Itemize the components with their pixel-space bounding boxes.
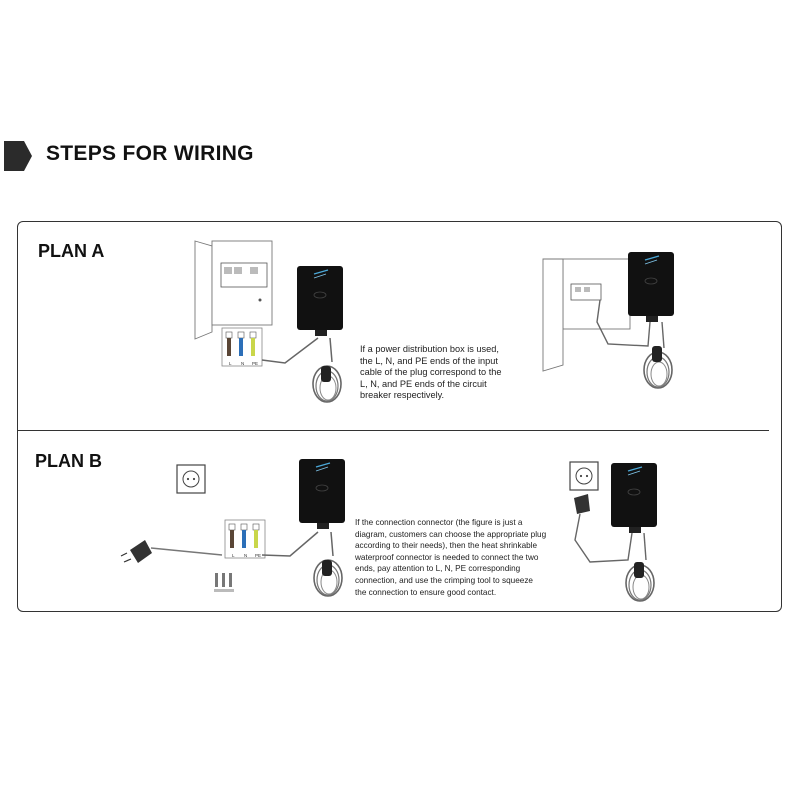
input-cable <box>150 547 223 556</box>
wire-label-pe: PE <box>255 553 261 558</box>
wire-label-pe: PE <box>252 361 258 366</box>
wall-socket-icon <box>176 464 206 494</box>
plan-a-description-line: the L, N, and PE ends of the input <box>360 355 498 366</box>
plan-a-description-line: breaker respectively. <box>360 390 445 401</box>
plan-b-description-line: waterproof connector is needed to connec… <box>355 552 539 562</box>
heat-shrink-connectors-icon <box>214 573 234 592</box>
charging-plug <box>322 560 332 576</box>
wire-connector-box-a: L N PE <box>221 327 263 367</box>
plan-a-title: PLAN A <box>38 241 105 261</box>
distribution-box-left <box>194 240 273 340</box>
plug-icon <box>574 494 590 514</box>
plan-b-description-line: according to their needs), then the heat… <box>355 541 538 551</box>
plan-a-description-line: L, N, and PE ends of the circuit <box>360 378 487 389</box>
plan-a-description-line: If a power distribution box is used, <box>360 344 499 354</box>
plan-b-description-line: diagram, customers can choose the approp… <box>355 529 547 539</box>
plan-b-description-line: the connection to ensure good contact. <box>355 587 497 597</box>
wire-label-n: N <box>244 553 247 558</box>
charging-plug <box>634 562 644 578</box>
wire-label-l: L <box>232 553 235 558</box>
wiring-panel <box>17 221 782 612</box>
input-cable <box>261 337 319 364</box>
charger-icon <box>627 251 675 323</box>
plug-icon <box>120 540 152 563</box>
charger-icon <box>296 265 344 337</box>
distribution-box-right <box>542 258 631 372</box>
wire-label-l: L <box>229 361 232 366</box>
plan-a-description-line: cable of the plug correspond to the <box>360 367 502 378</box>
wall-socket-icon <box>569 461 599 491</box>
plan-b-title: PLAN B <box>35 451 102 471</box>
charging-plug <box>652 346 662 362</box>
plan-a-description: If a power distribution box is used, the… <box>360 344 501 402</box>
page-title: STEPS FOR WIRING <box>46 142 254 165</box>
wire-connector-box-b: L N PE <box>224 519 266 559</box>
plan-b-description: If the connection connector (the figure … <box>355 517 546 598</box>
charger-icon <box>298 458 346 530</box>
charger-icon <box>610 462 658 534</box>
plan-b-description-line: connection, and use the crimping tool to… <box>355 575 533 585</box>
plan-b-description-line: ends, pay attention to L, N, PE correspo… <box>355 564 521 574</box>
charging-plug <box>321 366 331 382</box>
plan-divider <box>17 430 769 431</box>
plan-b-description-line: If the connection connector (the figure … <box>355 518 523 527</box>
wire-label-n: N <box>241 361 244 366</box>
header-marker-icon <box>4 141 32 171</box>
